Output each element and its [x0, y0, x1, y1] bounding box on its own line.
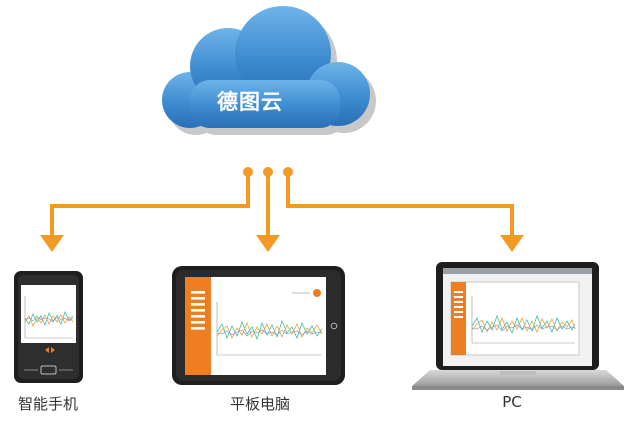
smartphone-label: 智能手机 — [17, 395, 78, 413]
connector-lines — [50, 172, 514, 236]
laptop-icon — [412, 262, 624, 390]
tablet-label: 平板电脑 — [229, 395, 290, 413]
cloud-icon — [162, 6, 376, 135]
arrow-down-icons — [40, 235, 524, 252]
connector-dots — [243, 167, 293, 177]
tablet-icon — [172, 266, 345, 385]
smartphone-icon — [14, 271, 83, 383]
cloud-label: 德图云 — [217, 90, 283, 114]
pc-label: PC — [502, 393, 522, 411]
